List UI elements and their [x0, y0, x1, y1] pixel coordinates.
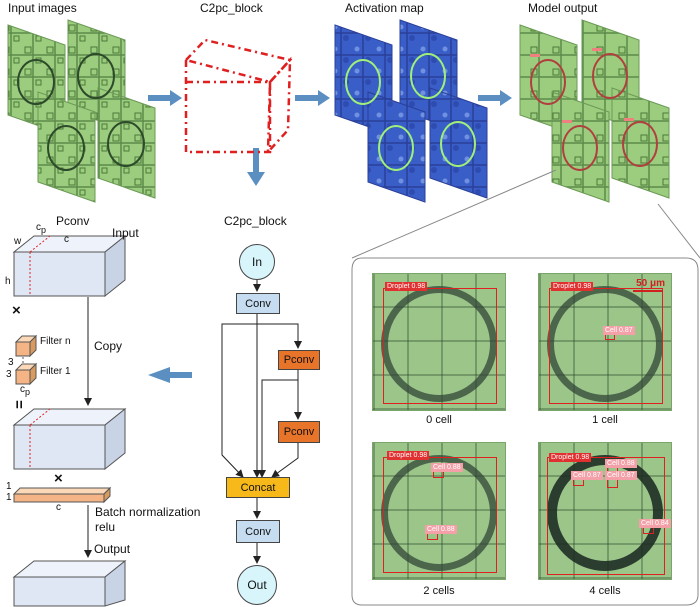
- flow-conv-1: Conv: [236, 293, 280, 314]
- cell-tag-b: Cell 0.88: [605, 459, 637, 468]
- flow-out-node: Out: [237, 565, 277, 605]
- droplet-tag: Droplet 0.98: [549, 453, 592, 462]
- caption-0-cell: 0 cell: [426, 414, 452, 426]
- w-label: w: [14, 236, 22, 247]
- flow-pconv-2: Pconv: [278, 421, 320, 443]
- multiply-symbol: ×: [12, 302, 21, 319]
- model-output-label: Model output: [528, 1, 598, 15]
- scale-bar: [633, 290, 663, 292]
- droplet-tag: Droplet 0.98: [385, 282, 428, 291]
- caption-1-cell: 1 cell: [592, 414, 618, 426]
- kernel-3b: 3: [6, 369, 12, 380]
- filter-1-label: Filter 1: [40, 366, 71, 377]
- c2pc-cube: [183, 38, 293, 156]
- flow-connectors: [221, 280, 302, 564]
- result-photo-4-cells: Droplet 0.98 Cell 0.87 Cell 0.88 Cell 0.…: [538, 442, 672, 580]
- zoom-callout: [351, 169, 700, 606]
- scale-bar-label: 50 μm: [636, 278, 665, 289]
- result-photo-0-cell: Droplet 0.98: [372, 273, 506, 411]
- one-a: 1: [6, 481, 12, 492]
- cp-filter-label: cp: [20, 384, 31, 397]
- droplet-tag: Droplet 0.98: [551, 282, 594, 291]
- h-label: h: [5, 276, 11, 287]
- output-label: Output: [94, 542, 131, 556]
- activation-map-label: Activation map: [345, 1, 424, 15]
- relu-label: relu: [95, 520, 116, 534]
- flow-in-node: In: [239, 244, 275, 280]
- pconv-schematic: [12, 234, 127, 607]
- flow-pconv-1: Pconv: [278, 350, 320, 370]
- c-bar-label: c: [56, 502, 61, 513]
- flow-title: C2pc_block: [224, 214, 287, 228]
- copy-label: Copy: [94, 339, 123, 353]
- cell-tag-d: Cell 0.84: [639, 519, 671, 528]
- droplet-tag: Droplet 0.98: [387, 451, 430, 460]
- flow-conv-2: Conv: [236, 520, 280, 543]
- pconv-title: Pconv: [56, 214, 90, 228]
- top-arrows: [148, 90, 512, 383]
- model-output-stack: [519, 19, 670, 203]
- activation-map-stack: [334, 19, 488, 203]
- batch-norm-label: Batch normalization: [95, 505, 201, 519]
- cell-tag: Cell 0.87: [603, 326, 635, 335]
- result-photo-2-cells: Droplet 0.98 Cell 0.88 Cell 0.88: [372, 442, 506, 580]
- pconv-input-label: Input: [112, 226, 139, 240]
- equals-symbol: =: [9, 400, 27, 409]
- cell-tag-a: Cell 0.87: [571, 471, 603, 480]
- c-label: c: [64, 234, 69, 245]
- cell-tag-b: Cell 0.88: [425, 525, 457, 534]
- input-images-label: Input images: [8, 1, 77, 15]
- filter-n-label: Filter n: [40, 336, 71, 347]
- one-b: 1: [6, 492, 12, 503]
- caption-4-cells: 4 cells: [589, 585, 621, 597]
- cp-label: cp: [36, 222, 47, 235]
- flow-concat: Concat: [226, 477, 290, 498]
- caption-2-cells: 2 cells: [423, 585, 455, 597]
- multiply-symbol-2: ×: [54, 470, 63, 487]
- result-photo-1-cell: Droplet 0.98 Cell 0.87 50 μm: [538, 273, 672, 411]
- cell-tag-c: Cell 0.87: [605, 471, 637, 480]
- input-image-stack: [7, 19, 156, 203]
- cell-tag-a: Cell 0.88: [431, 463, 463, 472]
- c2pc-block-label: C2pc_block: [200, 1, 263, 15]
- kernel-3a: 3: [8, 357, 14, 368]
